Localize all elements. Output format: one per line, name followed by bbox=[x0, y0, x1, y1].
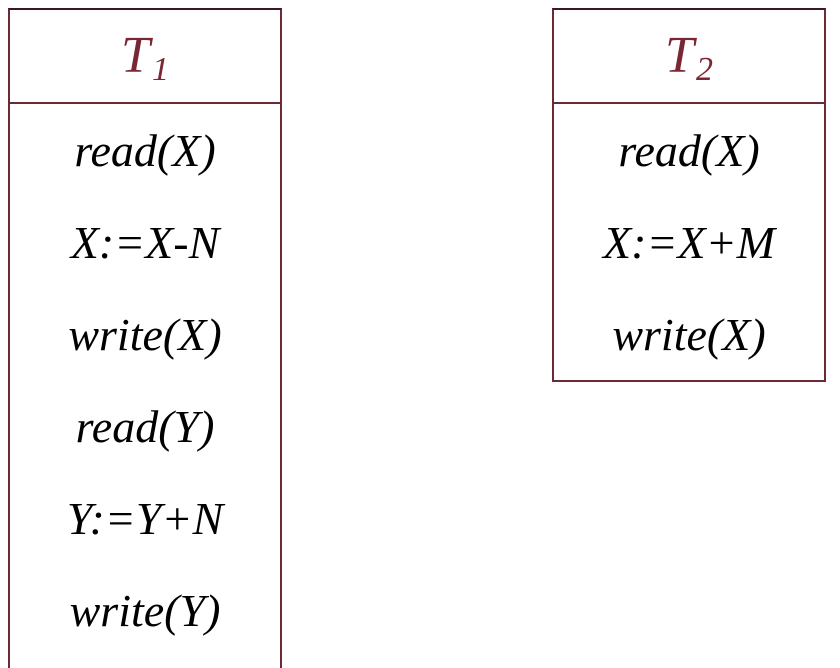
transaction-t1-name: T bbox=[121, 27, 150, 84]
transaction-t1-operations: read(X) X:=X-N write(X) read(Y) Y:=Y+N w… bbox=[10, 104, 280, 656]
transaction-t2-subscript: 2 bbox=[695, 51, 713, 88]
operation-t1-compute-x: X:=X-N bbox=[70, 216, 220, 268]
operation-t2-compute-x: X:=X+M bbox=[603, 216, 775, 268]
transaction-t2-operations: read(X) X:=X+M write(X) bbox=[554, 104, 824, 380]
operation-t1-write-x: write(X) bbox=[68, 308, 222, 360]
operation-t2-read-x: read(X) bbox=[618, 124, 760, 176]
operation-t2-write-x: write(X) bbox=[612, 308, 766, 360]
operation-t1-read-y: read(Y) bbox=[75, 400, 215, 452]
operation-t1-write-y: write(Y) bbox=[69, 584, 221, 636]
operation-t1-compute-y: Y:=Y+N bbox=[66, 492, 224, 544]
operation-t1-read-x: read(X) bbox=[74, 124, 216, 176]
transaction-t2-name: T bbox=[665, 27, 694, 84]
transaction-t1-subscript: 1 bbox=[151, 51, 169, 88]
